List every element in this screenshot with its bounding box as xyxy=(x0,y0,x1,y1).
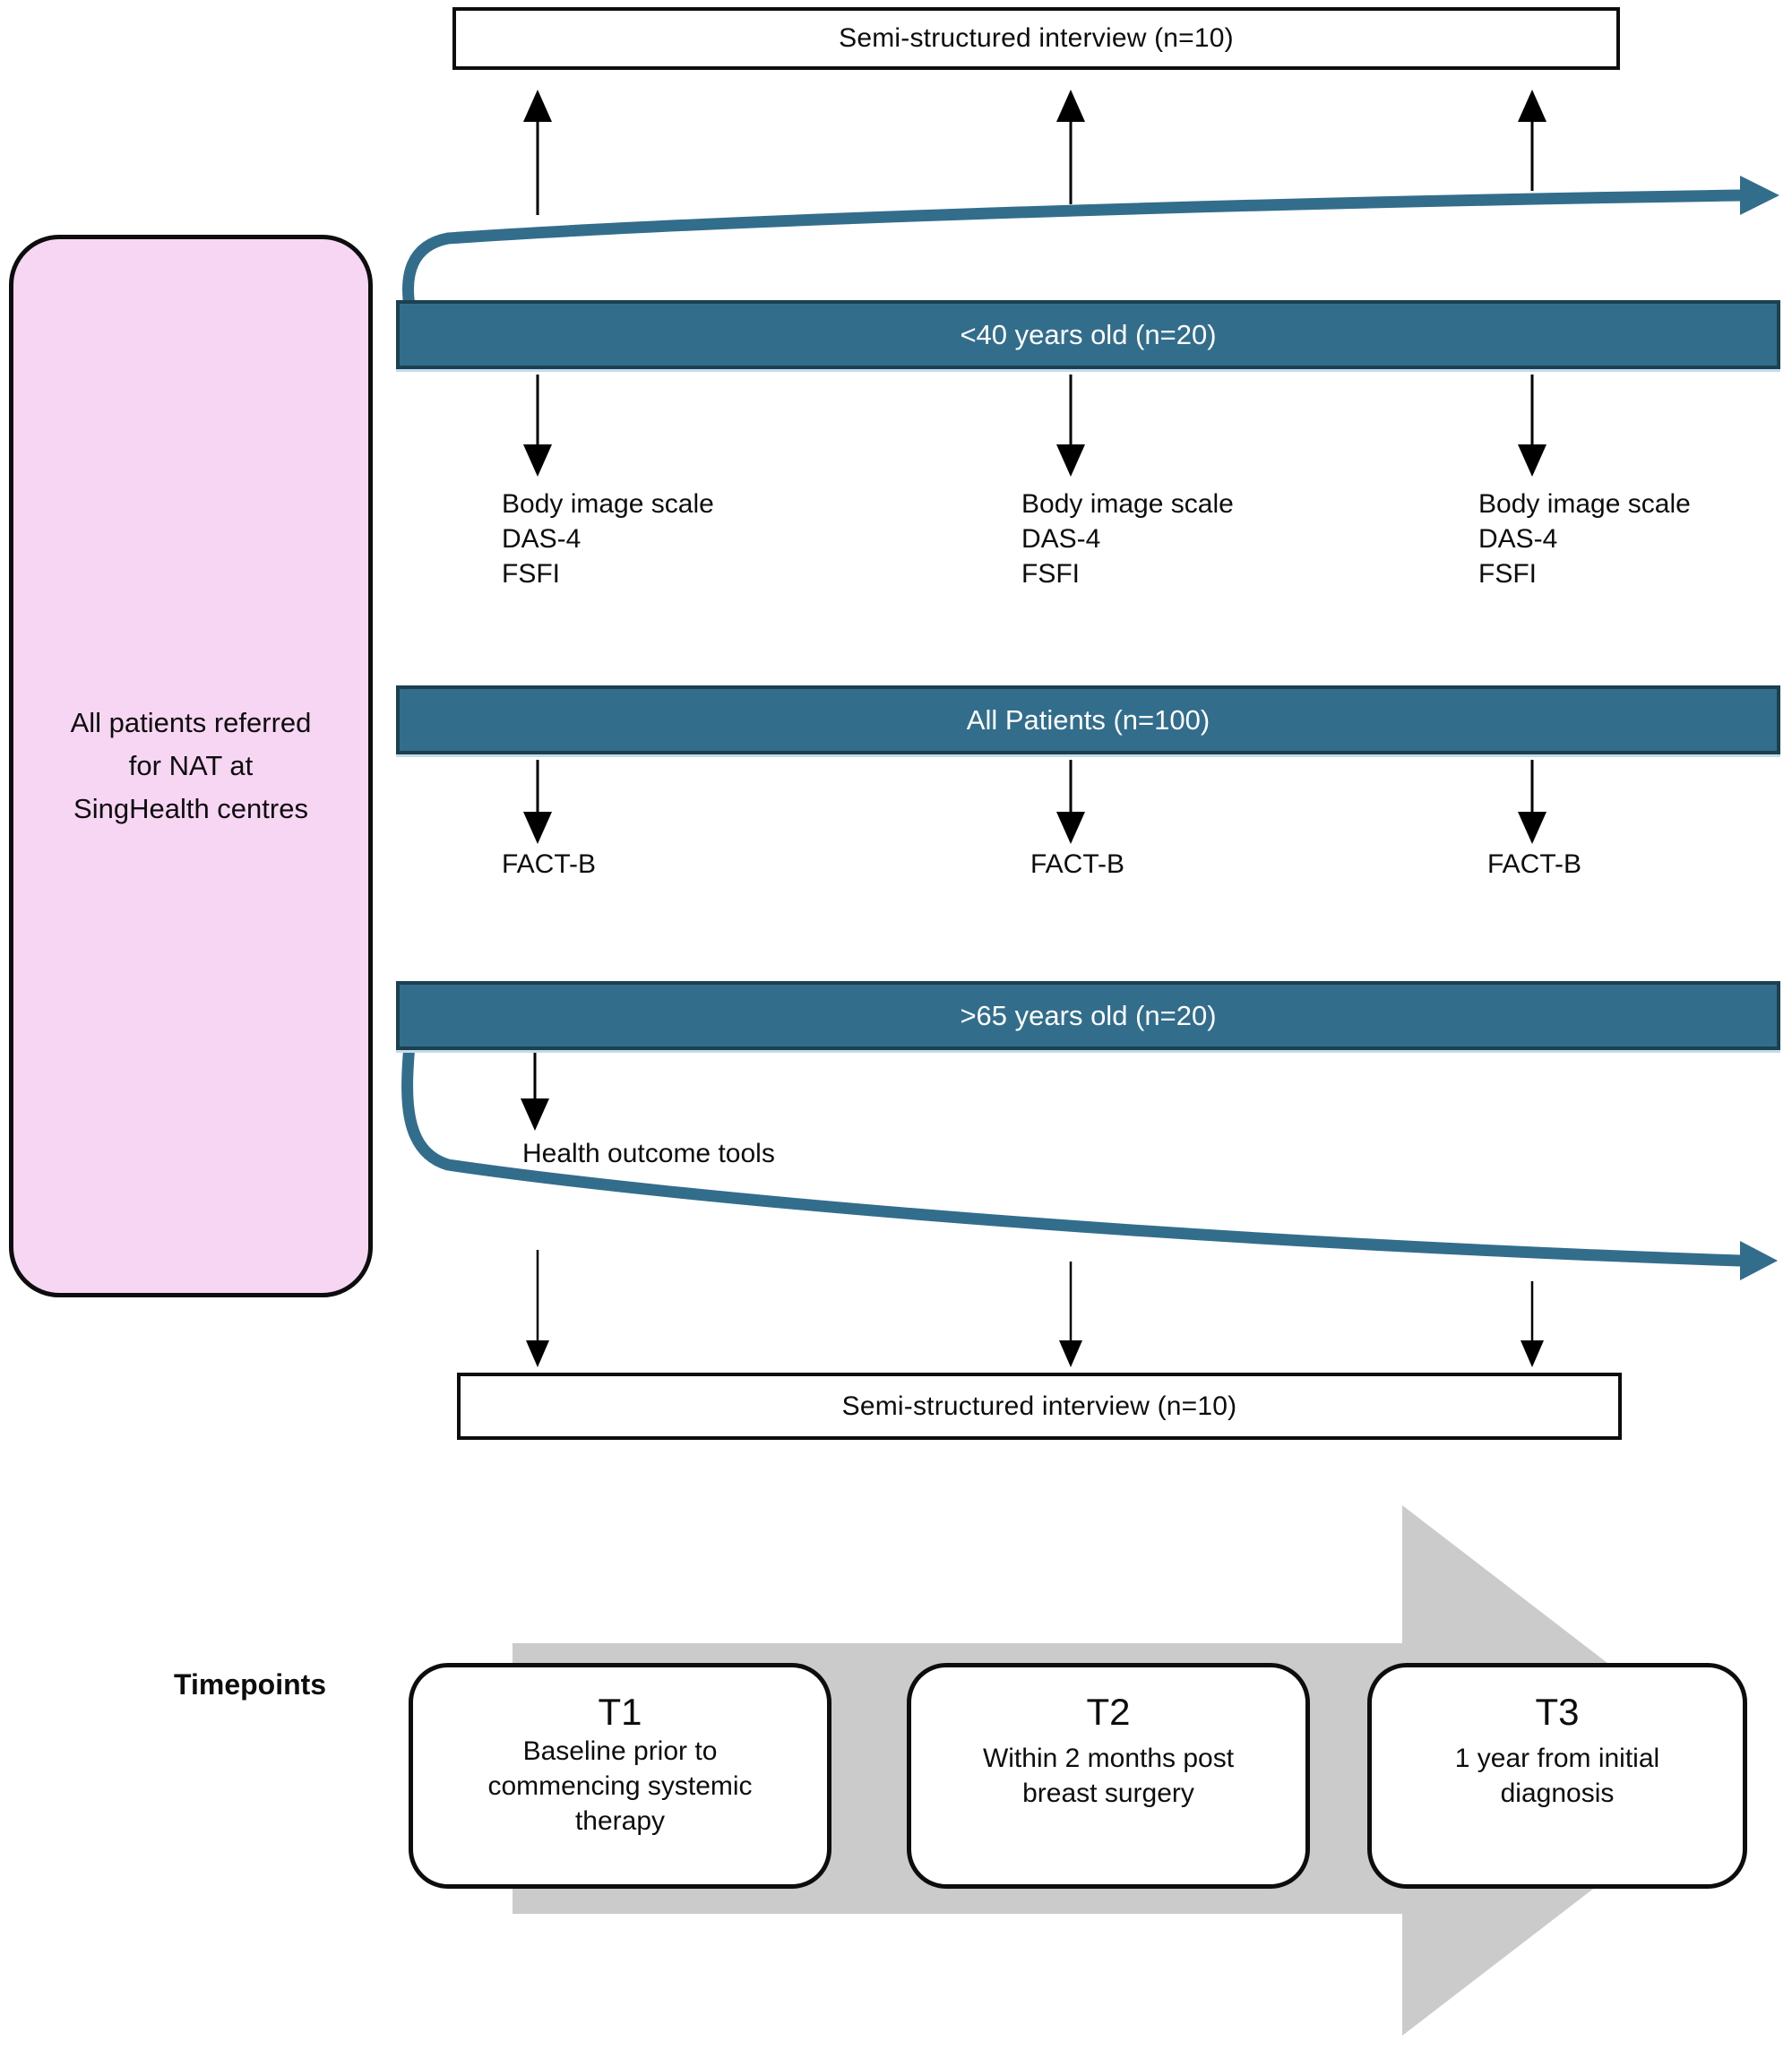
measure-line: FACT-B xyxy=(1030,849,1125,879)
timepoint-line: Within 2 months post xyxy=(982,1744,1235,1773)
cohort-bar-under40: <40 years old (n=20) xyxy=(396,300,1780,369)
measure-factb-t1: FACT-B xyxy=(502,847,596,882)
timepoint-line: breast surgery xyxy=(1022,1779,1194,1808)
source-line: for NAT at xyxy=(128,750,254,781)
bottom-interview-box: Semi-structured interview (n=10) xyxy=(457,1373,1622,1440)
cohort-bar-over65-label: >65 years old (n=20) xyxy=(960,999,1217,1031)
top-teal-curve-arrow xyxy=(402,176,1779,313)
measure-line: FSFI xyxy=(502,559,560,589)
cohort-bar-all-patients: All Patients (n=100) xyxy=(396,685,1780,754)
timepoint-title: T1 xyxy=(598,1691,642,1733)
measures-under40-t1: Body image scale DAS-4 FSFI xyxy=(502,487,714,591)
bottom-interview-label: Semi-structured interview (n=10) xyxy=(841,1391,1237,1421)
timepoint-title: T3 xyxy=(1535,1691,1580,1733)
timepoint-line: Baseline prior to xyxy=(522,1736,718,1766)
timepoint-box-t3: T3 1 year from initial diagnosis xyxy=(1367,1663,1747,1889)
measure-line: FACT-B xyxy=(502,849,597,879)
measure-line: DAS-4 xyxy=(1021,524,1101,554)
timepoints-label: Timepoints xyxy=(174,1668,327,1701)
spacer xyxy=(1372,1734,1743,1741)
source-population-box: All patients referred for NAT at SingHea… xyxy=(9,235,373,1297)
measure-line: DAS-4 xyxy=(502,524,582,554)
measure-factb-t3: FACT-B xyxy=(1487,847,1581,882)
measure-factb-t2: FACT-B xyxy=(1030,847,1124,882)
measures-under40-t3: Body image scale DAS-4 FSFI xyxy=(1478,487,1691,591)
bottom-teal-curve-arrow xyxy=(401,1038,1778,1280)
measures-under40-t2: Body image scale DAS-4 FSFI xyxy=(1021,487,1234,591)
spacer xyxy=(911,1734,1305,1741)
measure-line: DAS-4 xyxy=(1478,524,1558,554)
down-arrows-bar1 xyxy=(523,375,1546,477)
timepoint-line: therapy xyxy=(574,1806,666,1836)
timepoint-box-t2: T2 Within 2 months post breast surgery xyxy=(907,1663,1310,1889)
top-interview-box: Semi-structured interview (n=10) xyxy=(452,7,1620,70)
cohort-bar-over65: >65 years old (n=20) xyxy=(396,981,1780,1050)
measure-line: Body image scale xyxy=(502,489,714,519)
timepoint-line: 1 year from initial xyxy=(1454,1744,1660,1773)
source-population-text: All patients referred for NAT at SingHea… xyxy=(71,702,312,831)
up-arrows xyxy=(523,90,1546,215)
source-line: All patients referred xyxy=(70,707,312,738)
measure-line: FSFI xyxy=(1021,559,1080,589)
timepoint-line: diagnosis xyxy=(1500,1779,1615,1808)
down-arrows-bottom xyxy=(526,1250,1544,1367)
cohort-bar-all-patients-label: All Patients (n=100) xyxy=(966,703,1210,736)
measure-line: FACT-B xyxy=(1487,849,1582,879)
measure-line: Body image scale xyxy=(1021,489,1234,519)
measure-line: FSFI xyxy=(1478,559,1537,589)
source-line: SingHealth centres xyxy=(73,793,308,824)
measure-line: Body image scale xyxy=(1478,489,1691,519)
top-interview-label: Semi-structured interview (n=10) xyxy=(839,23,1234,53)
measure-line: Health outcome tools xyxy=(522,1139,775,1168)
timepoint-line: commencing systemic xyxy=(487,1771,753,1801)
timepoint-box-t1: T1 Baseline prior to commencing systemic… xyxy=(409,1663,831,1889)
timepoint-title: T2 xyxy=(1086,1691,1131,1733)
measure-health-outcome: Health outcome tools xyxy=(522,1136,775,1171)
down-arrows-bar2 xyxy=(523,760,1546,844)
cohort-bar-under40-label: <40 years old (n=20) xyxy=(960,318,1217,350)
